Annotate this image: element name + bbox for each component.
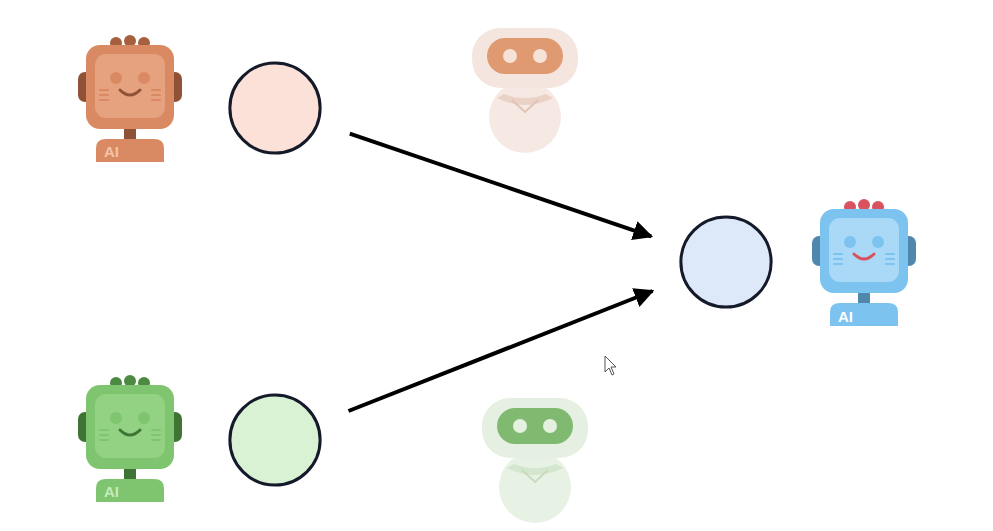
mouse-cursor — [605, 356, 616, 375]
robot-badge-text: AI — [104, 484, 119, 499]
faded-robot — [472, 28, 578, 153]
arrow-connector — [350, 134, 651, 237]
arrow-connector — [348, 291, 652, 411]
circle-node — [679, 215, 773, 309]
circle-shape — [230, 395, 320, 485]
circle-outline — [228, 61, 322, 155]
circle-outline — [679, 215, 773, 309]
robot-badge-text: AI — [104, 144, 119, 159]
robot-badge-text: AI — [838, 309, 853, 324]
circle-shape — [681, 217, 771, 307]
circle-outline — [228, 393, 322, 487]
faded-robot — [482, 398, 588, 523]
circle-node — [228, 61, 322, 155]
circle-shape — [230, 63, 320, 153]
circle-node — [228, 393, 322, 487]
